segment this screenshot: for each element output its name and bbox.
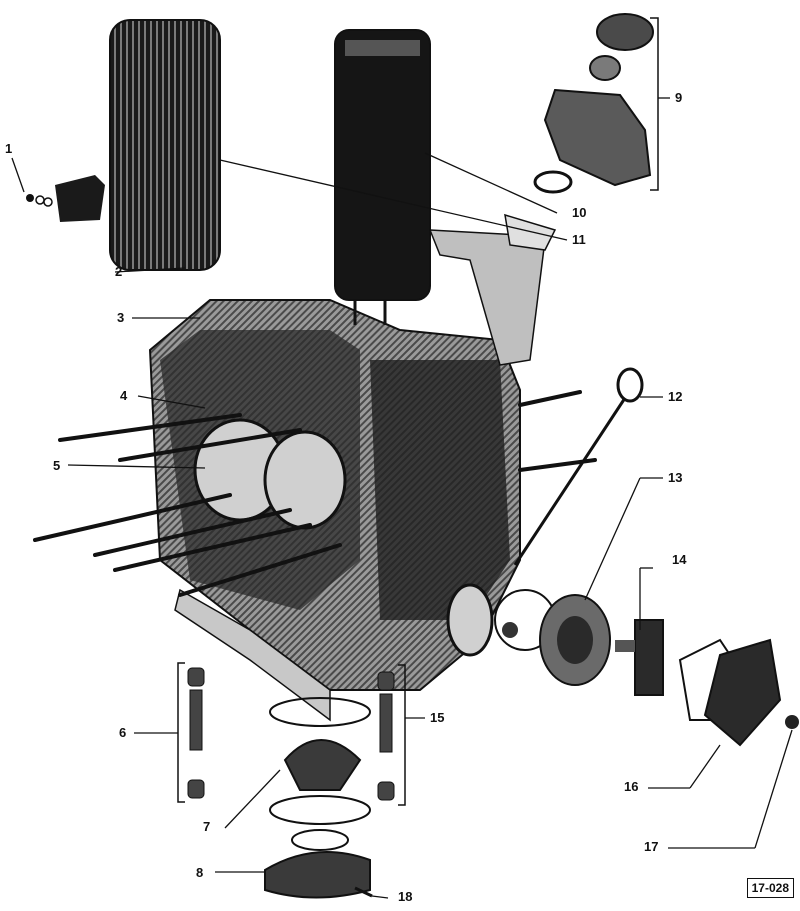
callout-9: 9: [675, 90, 683, 105]
strainer-parts: [264, 697, 373, 899]
callout-10: 10: [572, 205, 587, 220]
callout-16: 16: [624, 779, 639, 794]
small-fittings: [26, 175, 105, 222]
callout-1: 1: [5, 141, 13, 156]
callout-6: 6: [119, 725, 127, 740]
pump-gears: [615, 619, 664, 696]
oil-cooler: [109, 19, 221, 271]
dipstick: [513, 367, 644, 566]
figure-reference: 17-028: [746, 878, 794, 898]
callout-2: 2: [115, 264, 123, 279]
filter-housing-parts: [533, 13, 654, 194]
callout-11: 11: [572, 232, 586, 247]
callout-17: 17: [644, 839, 659, 854]
drain-plug: [785, 715, 799, 729]
oil-filter-column: [334, 29, 431, 325]
callout-8: 8: [196, 865, 204, 880]
callout-12: 12: [668, 389, 683, 404]
callout-18: 18: [398, 889, 413, 904]
leader-lines: [11, 97, 793, 899]
relief-valve-springs: [187, 667, 395, 801]
callout-15: 15: [430, 710, 445, 725]
callout-5: 5: [53, 458, 61, 473]
callout-14: 14: [672, 552, 687, 567]
callout-7: 7: [203, 819, 211, 834]
callout-13: 13: [668, 470, 683, 485]
crankcase-block: [148, 299, 521, 722]
oil-pump: [494, 589, 611, 686]
breather-bracket: [428, 213, 557, 366]
cover-plate: [678, 638, 782, 747]
callout-3: 3: [117, 310, 125, 325]
callout-4: 4: [120, 388, 128, 403]
